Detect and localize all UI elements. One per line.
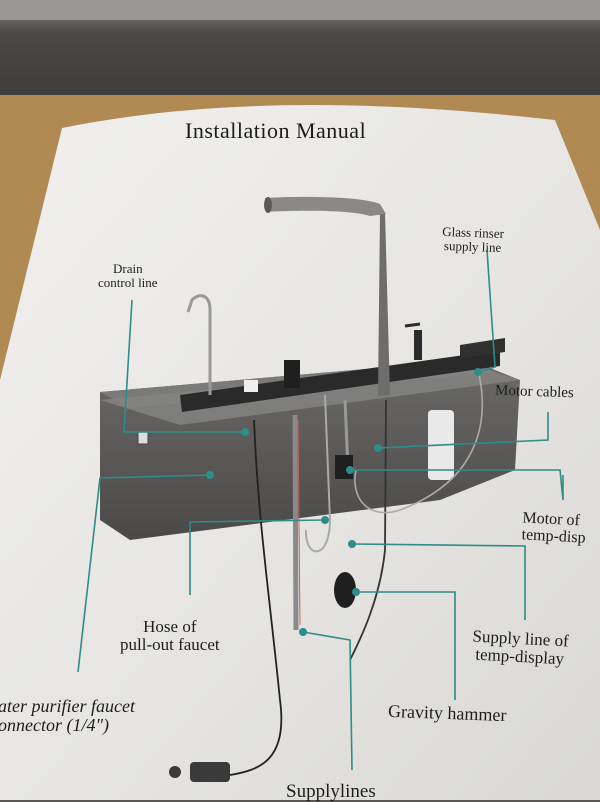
label-line: ater purifier faucet bbox=[0, 696, 135, 716]
label-line: control line bbox=[98, 274, 158, 290]
page-title: Installation Manual bbox=[185, 118, 367, 143]
main-faucet bbox=[378, 212, 390, 396]
label-supply-temp-display: Supply line of temp-display bbox=[471, 627, 569, 669]
label-line: pull-out faucet bbox=[120, 634, 220, 654]
label-glass-rinser: Glass rinser supply line bbox=[442, 224, 504, 255]
purifier-faucet bbox=[186, 294, 212, 395]
label-supply-lines: Supplylines bbox=[286, 781, 376, 802]
label-purifier-connector: ater purifier faucet onnector (1/4") bbox=[0, 697, 135, 735]
label-drain-control: Drain control line bbox=[98, 262, 158, 289]
label-hose-pull-out: Hose of pull-out faucet bbox=[120, 618, 220, 654]
leader-dots bbox=[206, 368, 482, 636]
control-deck bbox=[180, 350, 500, 412]
label-motor-cables: Motor cables bbox=[494, 382, 575, 402]
label-line: supply line bbox=[443, 237, 502, 255]
label-line: Drain bbox=[112, 261, 143, 276]
leader-lines bbox=[77, 249, 564, 771]
label-line: temp-disp bbox=[521, 526, 587, 547]
gravity-hammer-shape bbox=[334, 572, 356, 608]
background-floor bbox=[0, 0, 600, 20]
label-gravity-hammer: Gravity hammer bbox=[387, 700, 507, 726]
label-motor-temp-display: Motor of temp-disp bbox=[521, 509, 587, 547]
label-line: Hose of bbox=[143, 617, 197, 636]
label-line: onnector (1/4") bbox=[0, 714, 110, 735]
